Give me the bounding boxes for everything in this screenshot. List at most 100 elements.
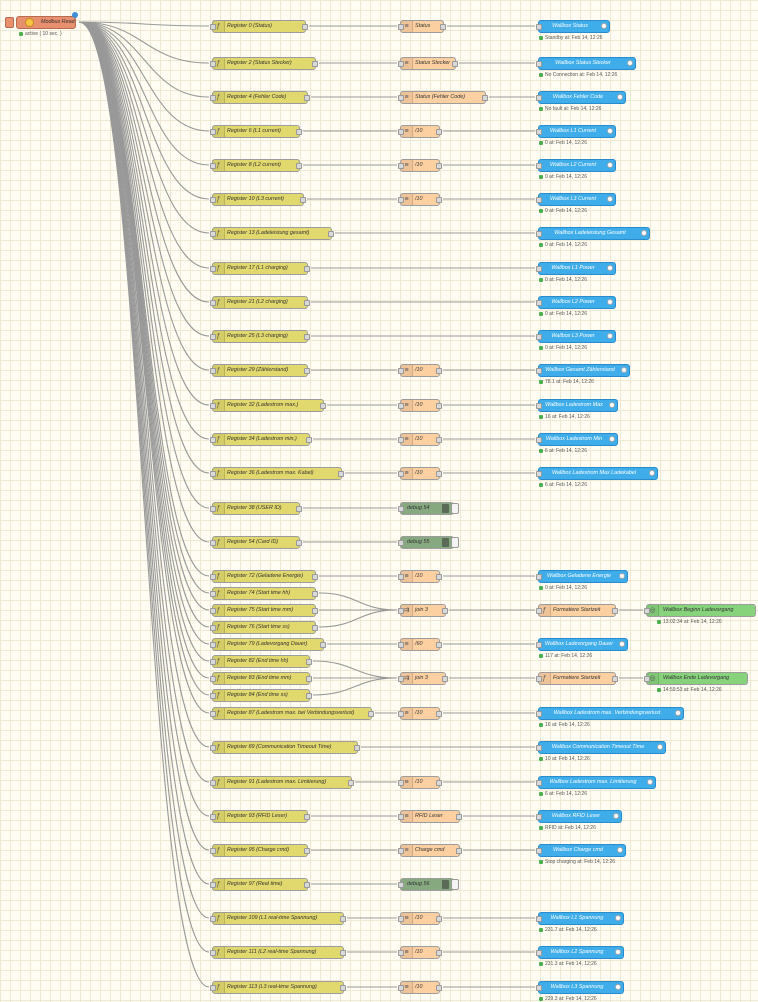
output-port[interactable] bbox=[304, 814, 310, 820]
input-port[interactable] bbox=[398, 197, 404, 203]
debug-node[interactable]: debug 56 bbox=[398, 878, 459, 891]
change-node[interactable]: ≡/10 bbox=[398, 570, 442, 583]
output-port[interactable] bbox=[354, 745, 360, 751]
input-port[interactable] bbox=[398, 848, 404, 854]
input-port[interactable] bbox=[398, 61, 404, 67]
input-port[interactable] bbox=[210, 197, 216, 203]
change-node[interactable]: ≡Status Stecker bbox=[398, 57, 458, 70]
input-port[interactable] bbox=[536, 745, 542, 751]
input-port[interactable] bbox=[644, 608, 650, 614]
input-port[interactable] bbox=[536, 197, 542, 203]
input-port[interactable] bbox=[210, 574, 216, 580]
output-port[interactable] bbox=[348, 780, 354, 786]
input-port[interactable] bbox=[210, 780, 216, 786]
input-port[interactable] bbox=[210, 471, 216, 477]
input-port[interactable] bbox=[210, 591, 216, 597]
input-port[interactable] bbox=[398, 608, 404, 614]
input-port[interactable] bbox=[536, 403, 542, 409]
change-node[interactable]: ≡/10 bbox=[398, 399, 442, 412]
output-port[interactable] bbox=[320, 403, 326, 409]
input-port[interactable] bbox=[210, 659, 216, 665]
output-port[interactable] bbox=[442, 676, 448, 682]
ui-gauge-node[interactable]: Wallbox Ladeleistung Gesamt bbox=[536, 227, 650, 240]
input-port[interactable] bbox=[210, 334, 216, 340]
input-port[interactable] bbox=[210, 745, 216, 751]
input-port[interactable] bbox=[536, 574, 542, 580]
input-port[interactable] bbox=[536, 368, 542, 374]
input-port[interactable] bbox=[536, 916, 542, 922]
output-port[interactable] bbox=[320, 642, 326, 648]
output-port[interactable] bbox=[304, 882, 310, 888]
output-port[interactable] bbox=[482, 95, 488, 101]
change-node[interactable]: ≡Charge cmd bbox=[398, 844, 462, 857]
input-port[interactable] bbox=[536, 231, 542, 237]
output-port[interactable] bbox=[456, 814, 462, 820]
input-port[interactable] bbox=[210, 61, 216, 67]
input-port[interactable] bbox=[398, 506, 404, 512]
output-port[interactable] bbox=[312, 61, 318, 67]
change-node[interactable]: ≡Status bbox=[398, 20, 446, 33]
input-port[interactable] bbox=[398, 540, 404, 546]
input-port[interactable] bbox=[536, 334, 542, 340]
output-port[interactable] bbox=[436, 642, 442, 648]
output-port[interactable] bbox=[296, 163, 302, 169]
output-port[interactable] bbox=[436, 916, 442, 922]
ui-gauge-node[interactable]: Wallbox Communication Timeout Time bbox=[536, 741, 666, 754]
output-port[interactable] bbox=[440, 24, 446, 30]
output-port[interactable] bbox=[340, 985, 346, 991]
change-node[interactable]: ≡/10 bbox=[398, 912, 442, 925]
output-port[interactable] bbox=[296, 540, 302, 546]
join-node[interactable]: ⇉join 3 bbox=[398, 672, 448, 685]
debug-toggle-button[interactable] bbox=[451, 503, 459, 514]
ui-gauge-node[interactable]: Wallbox Ladestrom Max Ladekabel bbox=[536, 467, 658, 480]
output-port[interactable] bbox=[328, 231, 334, 237]
change-node[interactable]: ≡/60 bbox=[398, 638, 442, 651]
ui-gauge-node[interactable]: Wallbox Status bbox=[536, 20, 610, 33]
output-port[interactable] bbox=[304, 95, 310, 101]
ui-gauge-node[interactable]: Wallbox L3 Current bbox=[536, 193, 616, 206]
input-port[interactable] bbox=[398, 368, 404, 374]
ui-gauge-node[interactable]: Wallbox Geladene Energie bbox=[536, 570, 628, 583]
ui-gauge-node[interactable]: Wallbox L1 Spannung bbox=[536, 912, 624, 925]
ui-gauge-node[interactable]: Wallbox Ladestrom Min bbox=[536, 433, 618, 446]
input-port[interactable] bbox=[398, 882, 404, 888]
output-port[interactable] bbox=[612, 608, 618, 614]
input-port[interactable] bbox=[536, 608, 542, 614]
ui-gauge-node[interactable]: Wallbox Ladestrom max. Verbindungsverlus… bbox=[536, 707, 684, 720]
input-port[interactable] bbox=[398, 95, 404, 101]
input-port[interactable] bbox=[536, 300, 542, 306]
input-port[interactable] bbox=[536, 129, 542, 135]
output-port[interactable] bbox=[368, 711, 374, 717]
output-port[interactable] bbox=[436, 950, 442, 956]
output-port[interactable] bbox=[304, 266, 310, 272]
input-port[interactable] bbox=[210, 625, 216, 631]
input-port[interactable] bbox=[536, 24, 542, 30]
input-port[interactable] bbox=[210, 916, 216, 922]
output-port[interactable] bbox=[306, 437, 312, 443]
output-port[interactable] bbox=[612, 676, 618, 682]
change-node[interactable]: ≡/10 bbox=[398, 981, 442, 994]
input-port[interactable] bbox=[398, 403, 404, 409]
input-port[interactable] bbox=[210, 540, 216, 546]
output-port[interactable] bbox=[304, 334, 310, 340]
ui-gauge-node[interactable]: Wallbox Ladestrom Max bbox=[536, 399, 618, 412]
change-node[interactable]: ≡/10 bbox=[398, 364, 442, 377]
input-port[interactable] bbox=[536, 814, 542, 820]
change-node[interactable]: ≡/10 bbox=[398, 776, 442, 789]
join-node[interactable]: ⇉join 3 bbox=[398, 604, 448, 617]
input-port[interactable] bbox=[210, 814, 216, 820]
output-port[interactable] bbox=[436, 471, 442, 477]
ui-gauge-node[interactable]: Wallbox Status Stecker bbox=[536, 57, 636, 70]
